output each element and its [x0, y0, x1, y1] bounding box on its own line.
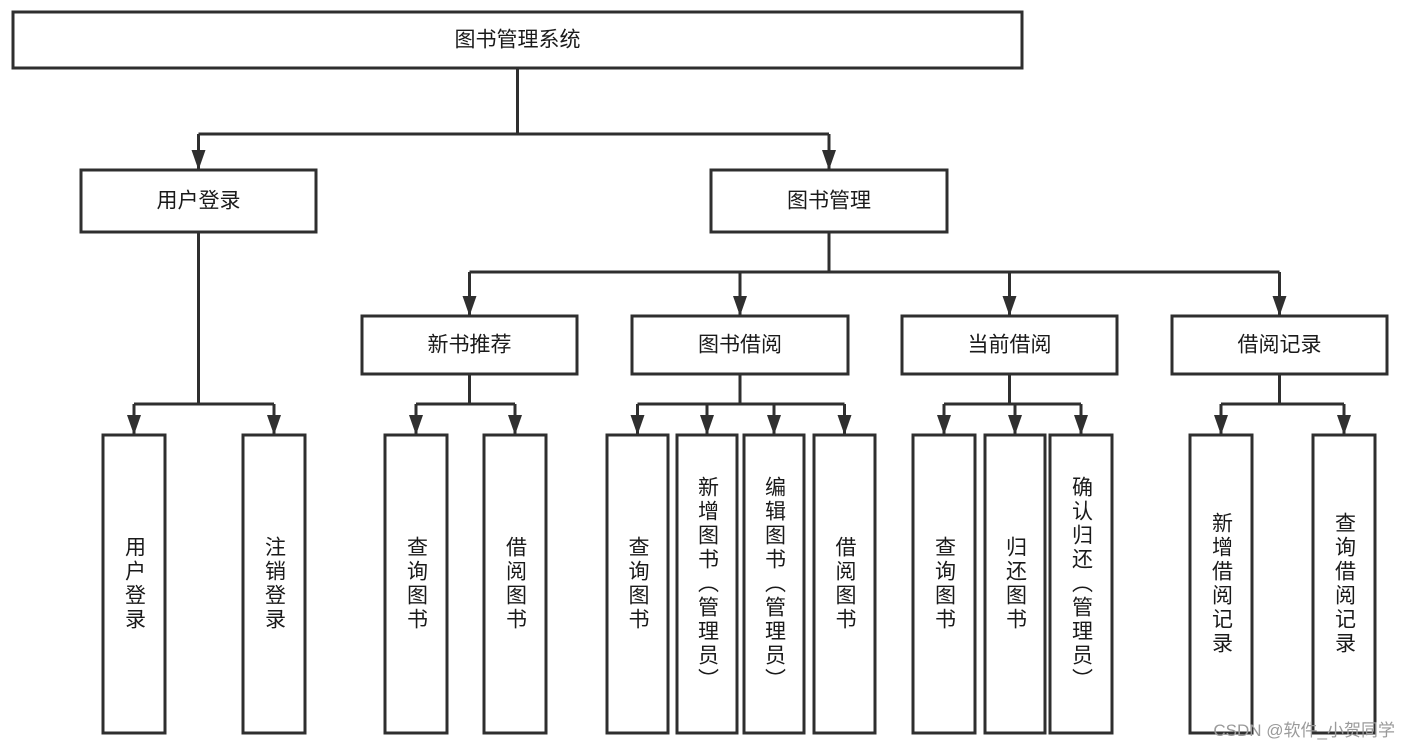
node-box-l11[interactable]	[1048, 433, 1114, 735]
arrow-head-icon	[630, 415, 645, 435]
arrow-head-icon	[1002, 296, 1017, 316]
node-box-layer	[11, 10, 1389, 735]
arrow-head-icon	[409, 415, 423, 435]
node-label-root: 图书管理系统	[455, 29, 581, 52]
connector-layer	[127, 68, 1351, 435]
node-label-n3d: 借阅记录	[1238, 334, 1322, 357]
node-box-l9[interactable]	[911, 433, 977, 735]
node-box-l12[interactable]	[1188, 433, 1254, 735]
node-label-n3a: 新书推荐	[428, 334, 512, 357]
node-label-n3b: 图书借阅	[698, 334, 782, 357]
node-box-root[interactable]	[11, 10, 1024, 70]
node-box-n3a[interactable]	[360, 314, 579, 376]
arrow-head-icon	[1008, 415, 1022, 435]
arrow-head-icon	[822, 150, 836, 170]
arrow-head-icon	[1272, 296, 1287, 316]
node-box-l2[interactable]	[241, 433, 307, 735]
node-box-n2b[interactable]	[709, 168, 949, 234]
arrow-head-icon	[733, 296, 747, 316]
node-box-l7[interactable]	[742, 433, 806, 735]
arrow-head-icon	[1074, 415, 1088, 435]
arrow-head-icon	[462, 296, 477, 316]
node-box-l13[interactable]	[1311, 433, 1377, 735]
arrow-head-icon	[700, 415, 714, 435]
node-box-n3b[interactable]	[630, 314, 850, 376]
watermark: CSDN @软件_小贺同学	[1213, 721, 1395, 740]
arrow-head-icon	[127, 415, 141, 435]
arrow-head-icon	[1337, 415, 1351, 435]
node-box-l6[interactable]	[675, 433, 739, 735]
node-box-l10[interactable]	[983, 433, 1047, 735]
arrow-head-icon	[837, 415, 852, 435]
arrow-head-icon	[191, 150, 206, 170]
node-box-l4[interactable]	[482, 433, 548, 735]
node-box-n2a[interactable]	[79, 168, 318, 234]
arrow-head-icon	[267, 415, 281, 435]
node-box-l1[interactable]	[101, 433, 167, 735]
arrow-head-icon	[767, 415, 781, 435]
node-box-n3d[interactable]	[1170, 314, 1389, 376]
node-label-n2a: 用户登录	[157, 190, 241, 213]
arrow-head-icon	[1214, 415, 1228, 435]
node-box-l5[interactable]	[605, 433, 670, 735]
node-box-n3c[interactable]	[900, 314, 1119, 376]
arrow-head-icon	[937, 415, 951, 435]
node-label-n2b: 图书管理	[787, 190, 871, 213]
node-label-n3c: 当前借阅	[968, 334, 1052, 357]
arrow-head-icon	[508, 415, 522, 435]
node-box-l8[interactable]	[812, 433, 877, 735]
node-box-l3[interactable]	[383, 433, 449, 735]
